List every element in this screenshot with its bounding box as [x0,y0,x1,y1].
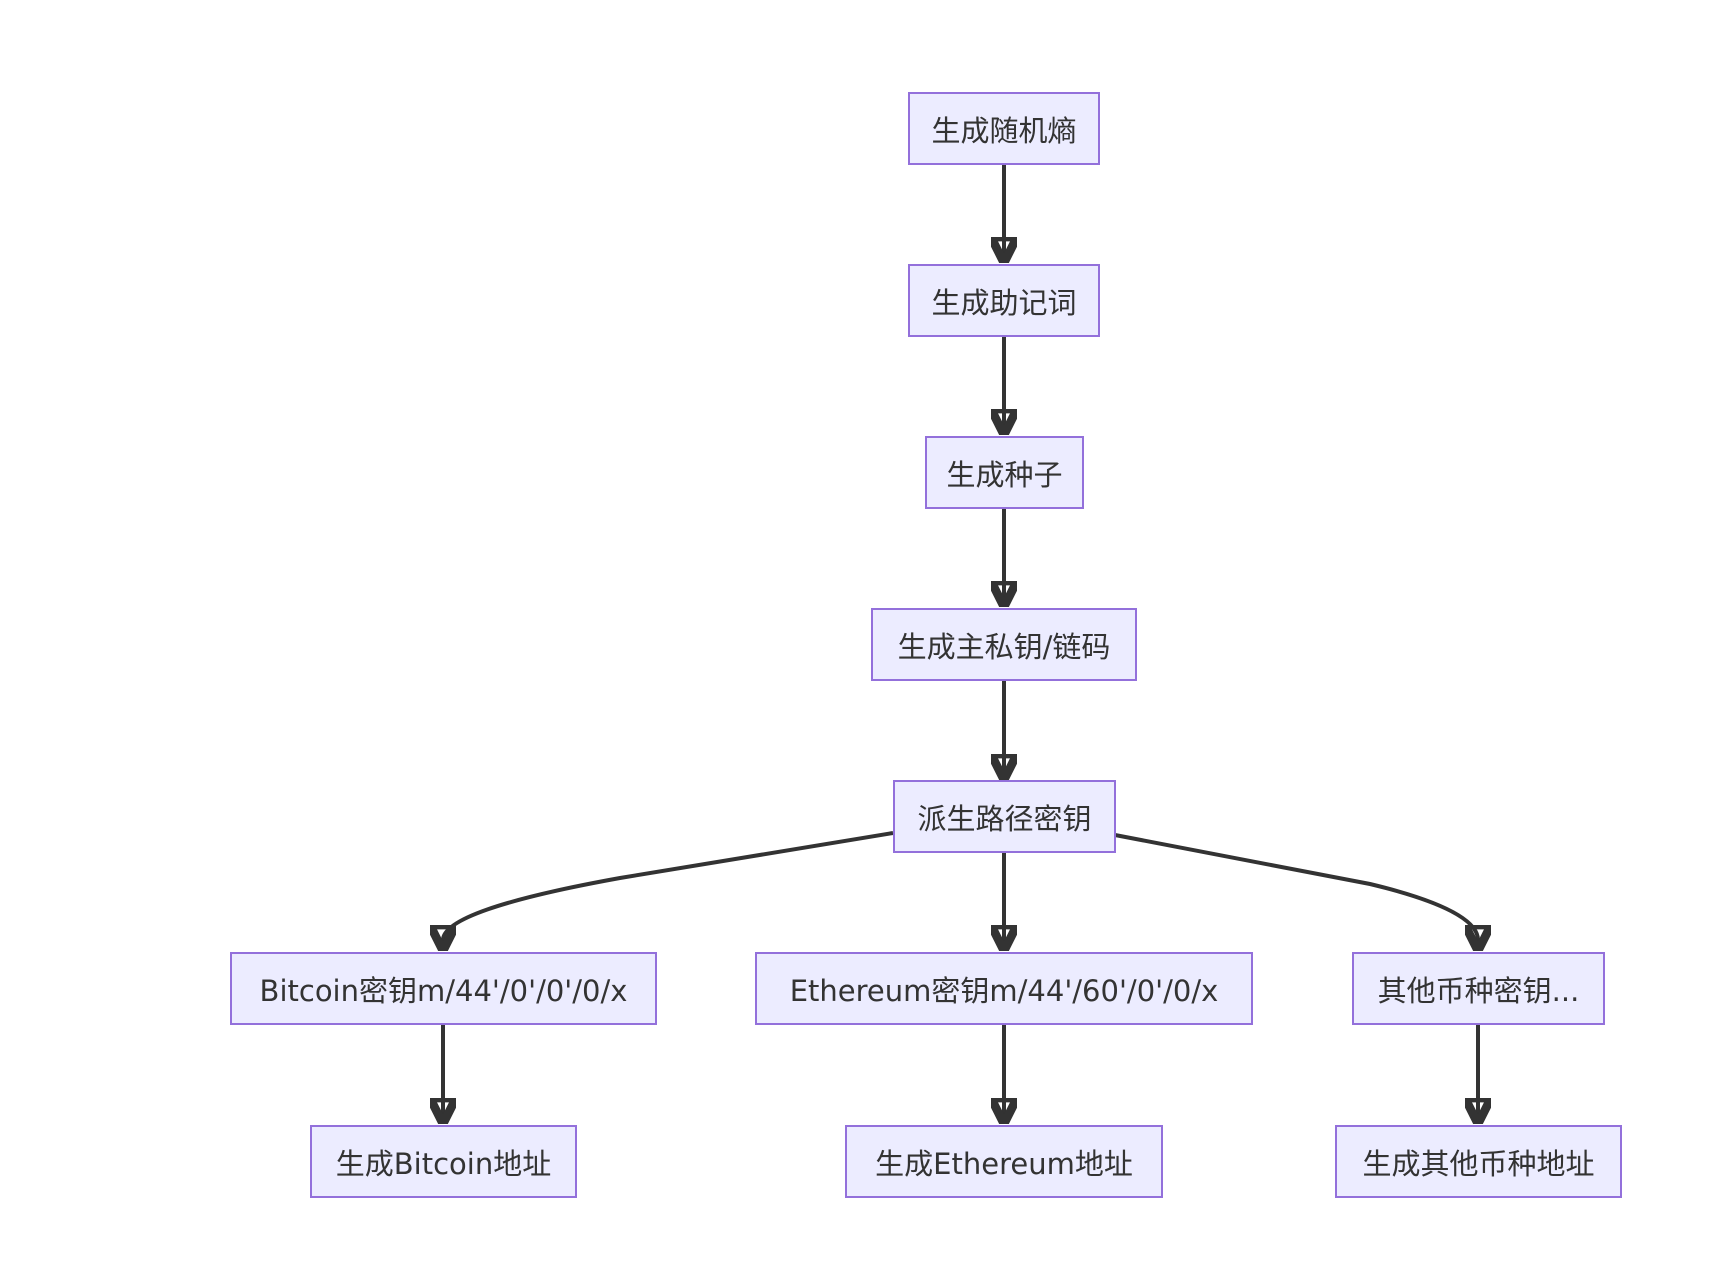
node-ethereum-key: Ethereum密钥m/44'/60'/0'/0/x [755,952,1253,1025]
node-bitcoin-address: 生成Bitcoin地址 [310,1125,577,1198]
node-generate-seed: 生成种子 [925,436,1084,509]
node-label: Bitcoin密钥m/44'/0'/0'/0/x [259,973,628,1008]
node-label: Ethereum密钥m/44'/60'/0'/0/x [789,973,1219,1008]
node-label: 生成随机熵 [931,113,1077,148]
node-derive-path-keys: 派生路径密钥 [893,780,1116,853]
node-label: 生成助记词 [931,285,1077,320]
node-other-coin-key: 其他币种密钥... [1352,952,1605,1025]
node-bitcoin-key: Bitcoin密钥m/44'/0'/0'/0/x [230,952,657,1025]
node-label: 生成主私钥/链码 [897,629,1111,664]
node-generate-entropy: 生成随机熵 [908,92,1100,165]
node-label: 生成Ethereum地址 [875,1146,1133,1181]
node-label: 生成Bitcoin地址 [335,1146,552,1181]
node-ethereum-address: 生成Ethereum地址 [845,1125,1163,1198]
node-other-coin-address: 生成其他币种地址 [1335,1125,1622,1198]
node-label: 生成种子 [946,457,1063,492]
node-label: 其他币种密钥... [1377,973,1580,1008]
node-generate-master-key: 生成主私钥/链码 [871,608,1137,681]
edge-derive-other-key [1114,833,1478,951]
edge-derive-btc-key [443,831,894,951]
node-label: 派生路径密钥 [917,801,1092,836]
node-generate-mnemonic: 生成助记词 [908,264,1100,337]
node-label: 生成其他币种地址 [1362,1146,1595,1181]
